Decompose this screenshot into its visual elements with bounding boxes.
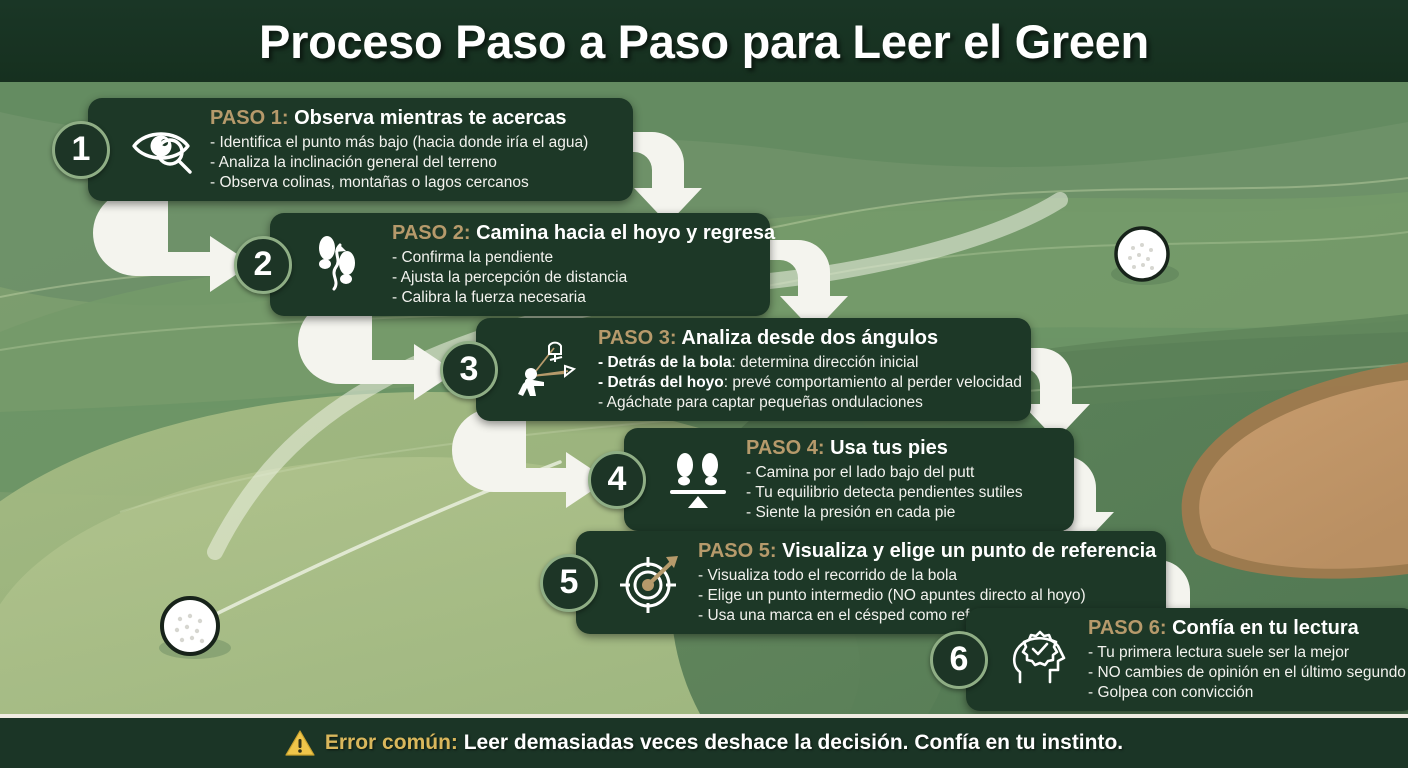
step-card-body-6: PASO 6: Confía en tu lectura - Tu primer…	[966, 608, 1408, 712]
step-number-badge-5: 5	[540, 553, 598, 612]
bullet: - NO cambies de opinión en el último seg…	[1088, 663, 1406, 681]
bullet: - Detrás del hoyo: prevé comportamiento …	[598, 373, 1022, 391]
step-text-1: PASO 1: Observa mientras te acercas - Id…	[210, 106, 588, 192]
footer-warning-bar: Error común: Leer demasiadas veces desha…	[0, 714, 1408, 768]
bullet: - Detrás de la bola: determina dirección…	[598, 354, 919, 371]
step-title-1: PASO 1: Observa mientras te acercas	[210, 106, 588, 131]
footer-message-text: Leer demasiadas veces deshace la decisió…	[457, 731, 1124, 754]
step-text-2: PASO 2: Camina hacia el hoyo y regresa -…	[392, 221, 775, 307]
bullet: - Observa colinas, montañas o lagos cerc…	[210, 173, 529, 191]
bullet: - Identifica el punto más bajo (hacia do…	[210, 134, 589, 151]
bullet: - Siente la presión en cada pie	[746, 503, 956, 521]
head-check-badge-icon	[1012, 630, 1066, 684]
step-title-6: PASO 6: Confía en tu lectura	[1088, 616, 1406, 641]
bullet: - Analiza la inclinación general del ter…	[210, 153, 497, 171]
feet-balance-icon	[670, 453, 726, 509]
step-text-4: PASO 4: Usa tus pies - Camina por el lad…	[746, 436, 1023, 522]
step-title-4: PASO 4: Usa tus pies	[746, 436, 1023, 461]
bullet: - Calibra la fuerza necesaria	[392, 288, 586, 306]
step-bullets-5: - Visualiza todo el recorrido de la bola…	[698, 566, 1156, 625]
bullet: - Visualiza todo el recorrido de la bola	[698, 567, 958, 584]
footer-message: Error común: Leer demasiadas veces desha…	[325, 731, 1123, 755]
step-label-6: PASO 6:	[1088, 617, 1167, 639]
bullet: - Golpea con convicción	[1088, 683, 1254, 701]
target-arrow-icon	[620, 556, 678, 614]
bullet: - Elige un punto intermedio (NO apuntes …	[698, 586, 1086, 604]
step-bullets-2: - Confirma la pendiente - Ajusta la perc…	[392, 248, 775, 307]
step-number-badge-6: 6	[930, 630, 988, 689]
crouching-golfer-sightlines-icon	[518, 341, 577, 397]
step-label-1: PASO 1:	[210, 107, 289, 129]
step-card-body-2: PASO 2: Camina hacia el hoyo y regresa -…	[270, 213, 775, 317]
golf-ball-bottom-left	[159, 596, 231, 659]
step-heading-1: Observa mientras te acercas	[294, 107, 567, 129]
step-card-2: 2 PASO 2: Camina hacia el hoyo y regresa	[234, 213, 775, 317]
step-heading-6: Confía en tu lectura	[1172, 617, 1359, 639]
bullet: - Usa una marca en el césped como refere…	[698, 606, 1021, 624]
step-heading-3: Analiza desde dos ángulos	[681, 327, 939, 349]
step-card-body-3: PASO 3: Analiza desde dos ángulos - Detr…	[476, 318, 1031, 422]
page-title: Proceso Paso a Paso para Leer el Green	[259, 14, 1149, 68]
step-bullets-3: - Detrás de la bola: determina dirección…	[598, 353, 1022, 412]
step-label-4: PASO 4:	[746, 437, 825, 459]
header-bar: Proceso Paso a Paso para Leer el Green	[0, 0, 1408, 82]
step-number-badge-2: 2	[234, 235, 292, 294]
step-text-6: PASO 6: Confía en tu lectura - Tu primer…	[1088, 616, 1406, 702]
step-title-2: PASO 2: Camina hacia el hoyo y regresa	[392, 221, 775, 246]
step-label-5: PASO 5:	[698, 540, 777, 562]
step-bullets-1: - Identifica el punto más bajo (hacia do…	[210, 133, 588, 192]
bullet: - Tu primera lectura suele ser la mejor	[1088, 644, 1350, 661]
bullet: - Camina por el lado bajo del putt	[746, 464, 975, 481]
golf-ball-top-right	[1111, 226, 1179, 285]
bullet: - Ajusta la percepción de distancia	[392, 268, 628, 286]
bullet: - Confirma la pendiente	[392, 249, 554, 266]
step-number-badge-1: 1	[52, 120, 110, 179]
step-text-5: PASO 5: Visualiza y elige un punto de re…	[698, 539, 1156, 625]
footer-error-label: Error común:	[324, 731, 458, 754]
step-card-6: 6 PASO 6: Confía en tu lectura - Tu prim…	[930, 608, 1408, 712]
step-bullets-6: - Tu primera lectura suele ser la mejor …	[1088, 643, 1406, 702]
step-label-3: PASO 3:	[598, 327, 677, 349]
step-title-3: PASO 3: Analiza desde dos ángulos	[598, 326, 1022, 351]
step-heading-5: Visualiza y elige un punto de referencia	[782, 540, 1157, 562]
step-label-2: PASO 2:	[392, 222, 471, 244]
step-card-4: 4 PASO 4: Usa tus pies - Camina p	[588, 428, 1074, 532]
eye-magnifier-icon	[132, 132, 192, 174]
step-card-3: 3	[440, 318, 1031, 422]
bullet: - Tu equilibrio detecta pendientes sutil…	[746, 483, 1023, 501]
step-number-badge-4: 4	[588, 450, 646, 509]
step-card-body-1: PASO 1: Observa mientras te acercas - Id…	[88, 98, 633, 202]
step-heading-4: Usa tus pies	[830, 437, 948, 459]
warning-triangle-icon	[285, 729, 315, 756]
step-heading-2: Camina hacia el hoyo y regresa	[476, 222, 776, 244]
step-card-body-4: PASO 4: Usa tus pies - Camina por el lad…	[624, 428, 1074, 532]
step-number-badge-3: 3	[440, 340, 498, 399]
step-text-3: PASO 3: Analiza desde dos ángulos - Detr…	[598, 326, 1022, 412]
step-bullets-4: - Camina por el lado bajo del putt - Tu …	[746, 463, 1023, 522]
bullet: - Agáchate para captar pequeñas ondulaci…	[598, 393, 923, 411]
step-card-1: 1 PASO 1: Observa mientras te acercas - …	[52, 98, 633, 202]
step-title-5: PASO 5: Visualiza y elige un punto de re…	[698, 539, 1156, 564]
footprints-path-icon	[319, 236, 355, 291]
